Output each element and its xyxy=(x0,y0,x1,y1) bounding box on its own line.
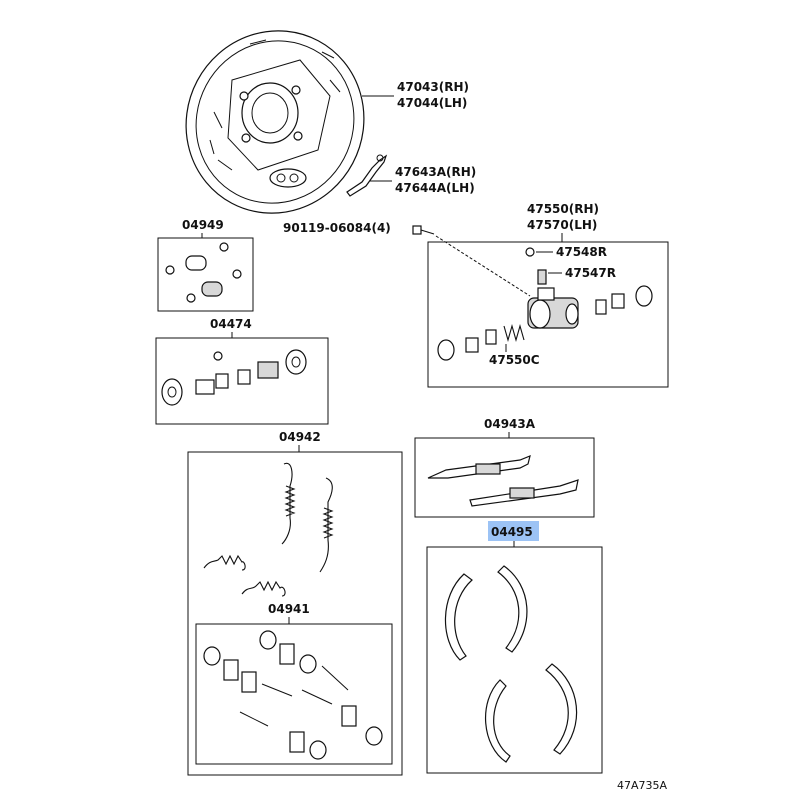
label-cyl-lh: 47570(LH) xyxy=(527,218,597,232)
kit-04474-box[interactable] xyxy=(155,337,329,425)
label-plate-lh: 47044(LH) xyxy=(397,96,467,110)
label-piston-kit: 47550C xyxy=(489,353,540,367)
cylinder-internals xyxy=(437,285,653,361)
bleeder-screw[interactable] xyxy=(525,247,547,285)
wheel-cylinder-box[interactable] xyxy=(427,241,669,388)
label-bleeder-a: 47548R xyxy=(556,245,607,259)
kit-04942-box[interactable] xyxy=(187,451,403,776)
kit-04949-parts xyxy=(165,242,242,303)
backing-plate[interactable] xyxy=(154,0,396,245)
kit-04474-parts xyxy=(161,349,307,406)
parking-lever[interactable] xyxy=(346,154,388,197)
adjuster-set xyxy=(427,455,579,507)
label-cyl-rh: 47550(RH) xyxy=(527,202,599,216)
bolt[interactable] xyxy=(412,225,435,235)
label-04495-highlight xyxy=(488,521,539,541)
kit-04942-springs xyxy=(203,462,334,597)
label-bolt: 90119-06084(4) xyxy=(283,221,391,235)
label-04474: 04474 xyxy=(210,317,252,331)
label-04943a: 04943A xyxy=(484,417,536,431)
kit-04943a-box[interactable] xyxy=(414,437,595,518)
kit-04941-parts xyxy=(203,630,383,760)
label-lever-rh: 47643A(RH) xyxy=(395,165,476,179)
label-plate-rh: 47043(RH) xyxy=(397,80,469,94)
label-04941: 04941 xyxy=(268,602,310,616)
wheel-cylinder[interactable] xyxy=(527,287,579,329)
label-04949: 04949 xyxy=(182,218,224,232)
label-bleeder-b: 47547R xyxy=(565,266,616,280)
kit-04495-box[interactable] xyxy=(426,546,603,774)
kit-04949-box[interactable] xyxy=(157,237,254,312)
label-04942: 04942 xyxy=(279,430,321,444)
label-lever-lh: 47644A(LH) xyxy=(395,181,475,195)
kit-04941-box[interactable] xyxy=(195,623,393,765)
diagram-code: 47A735A xyxy=(617,779,668,792)
brake-shoe-set[interactable] xyxy=(444,565,578,763)
label-04495: 04495 xyxy=(491,525,533,539)
